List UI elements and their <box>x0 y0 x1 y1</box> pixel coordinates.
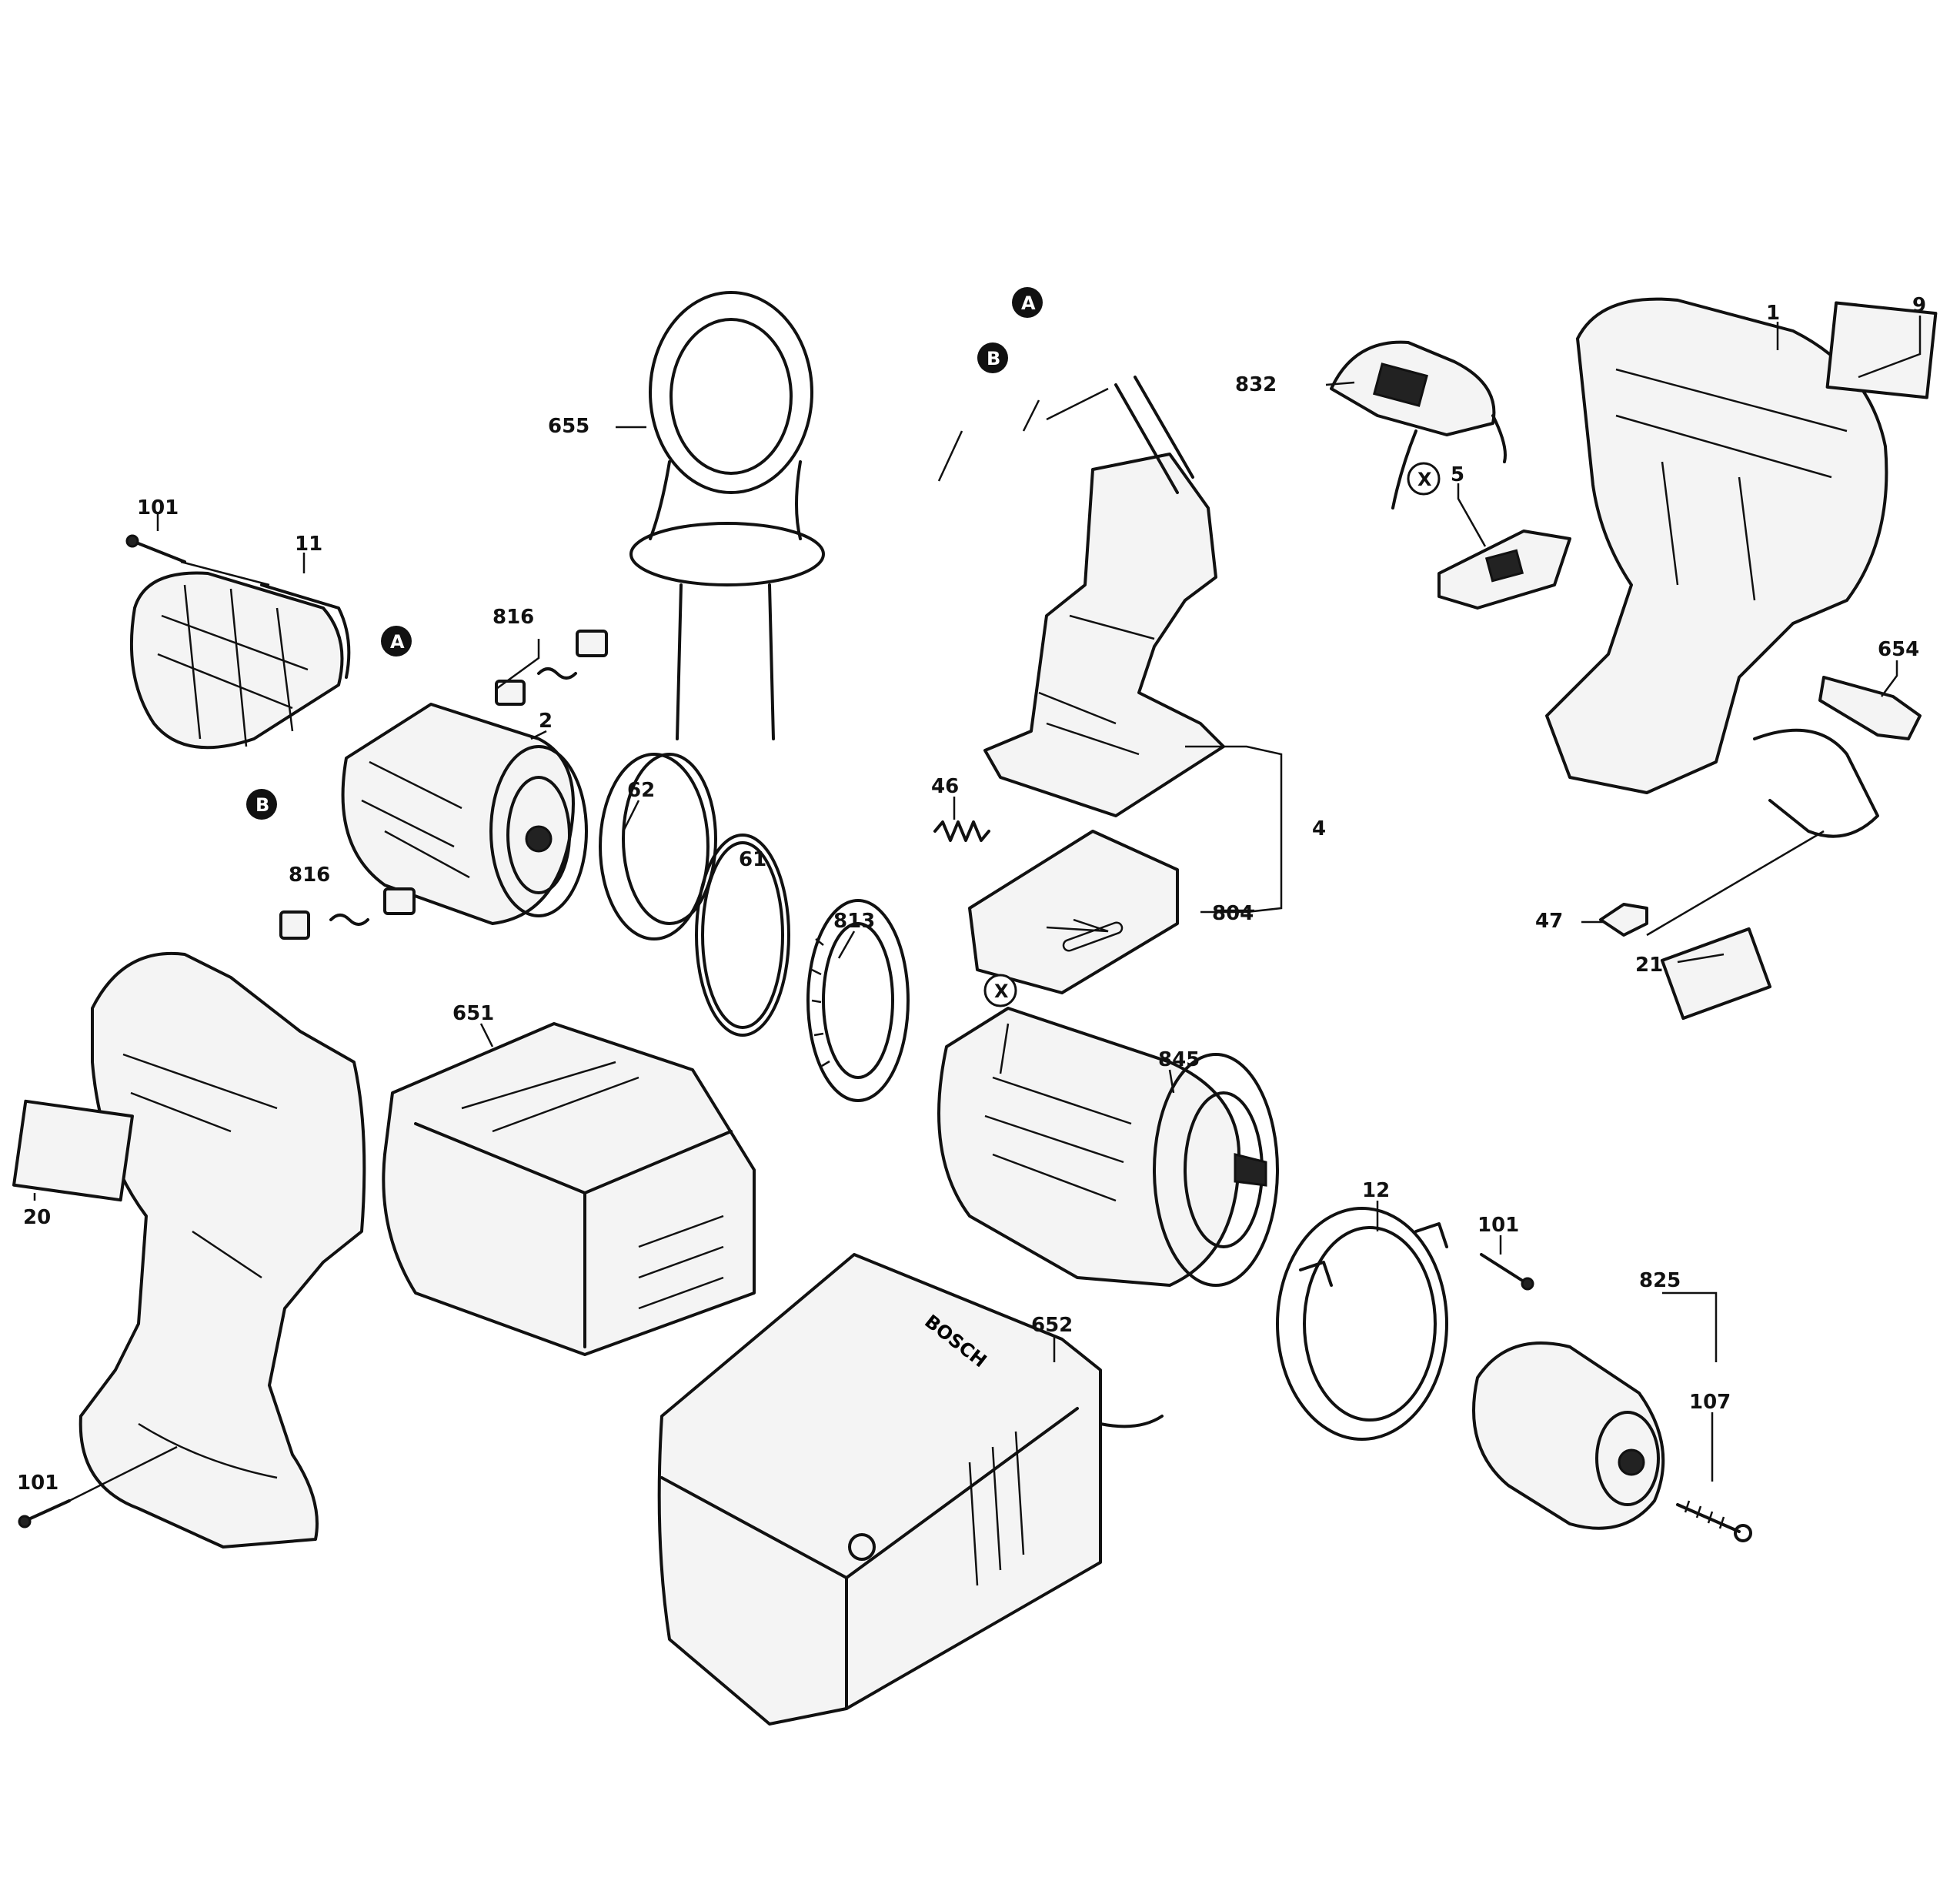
clip-part-47 <box>1599 903 1648 937</box>
callout-804: 804 <box>1212 902 1254 925</box>
callout-4: 4 <box>1312 817 1326 840</box>
svg-text:A: A <box>1021 292 1036 314</box>
callout-825: 825 <box>1639 1269 1681 1292</box>
callout-654: 654 <box>1878 638 1919 661</box>
callout-labels: 1 9 832 5 654 47 21 655 101 11 816 2 62 … <box>17 294 1926 1495</box>
housing-part-1 <box>1545 297 1888 838</box>
screw-part-107 <box>1676 1500 1752 1542</box>
battery-part-651 <box>382 1022 756 1356</box>
callout-61: 61 <box>739 848 766 871</box>
chuck-part-825 <box>1472 1341 1665 1530</box>
sleeve-part-62 <box>599 753 717 940</box>
callout-652: 652 <box>1031 1314 1073 1337</box>
end-cap-part-11 <box>129 571 351 750</box>
gearbox-part-845 <box>937 1007 1279 1287</box>
callout-9: 9 <box>1912 294 1926 317</box>
marker-x-upper: X <box>1407 462 1441 496</box>
marker-b-upper: B <box>977 342 1008 373</box>
callout-11: 11 <box>295 533 322 556</box>
marker-a-upper: A <box>1012 287 1043 318</box>
connection-markers: A B A B X X <box>246 287 1441 1007</box>
screw-part-101-bottom <box>18 1499 71 1529</box>
charger-part-652: BOSCH <box>657 1253 1164 1726</box>
svg-text:B: B <box>987 348 1000 369</box>
callout-21: 21 <box>1635 954 1663 977</box>
motor-part-2 <box>341 703 588 925</box>
callout-813: 813 <box>833 910 875 933</box>
ring-part-61 <box>695 834 790 1037</box>
brush-part-816-lower <box>279 887 416 940</box>
screw-part-101-middle <box>1480 1253 1534 1291</box>
board-part-804 <box>968 830 1179 994</box>
callout-20: 20 <box>23 1206 51 1229</box>
callout-46: 46 <box>931 775 959 798</box>
callout-101-top: 101 <box>137 496 179 520</box>
callout-2: 2 <box>539 710 553 733</box>
callout-845: 845 <box>1158 1048 1200 1071</box>
marker-a-lower: A <box>381 626 412 657</box>
callout-816-lower: 816 <box>289 864 330 887</box>
callout-651: 651 <box>452 1002 494 1025</box>
slider-part-5 <box>1437 530 1571 610</box>
leader-lines <box>33 316 1922 1502</box>
holster-part-655 <box>629 291 825 740</box>
svg-text:A: A <box>390 631 405 653</box>
callout-816-upper: 816 <box>493 606 534 629</box>
callout-5: 5 <box>1451 463 1464 486</box>
cover-part-832 <box>1330 340 1507 510</box>
callout-12: 12 <box>1362 1179 1390 1202</box>
brush-part-816-upper <box>495 630 608 706</box>
bit-holder-part-654 <box>1818 676 1922 740</box>
svg-text:X: X <box>1417 469 1432 490</box>
callout-107: 107 <box>1689 1391 1731 1414</box>
marker-b-lower: B <box>246 789 277 820</box>
callout-47: 47 <box>1535 910 1563 933</box>
svg-text:X: X <box>994 981 1009 1002</box>
callout-101-bottom: 101 <box>17 1472 58 1495</box>
screw-part-101-top <box>125 534 186 563</box>
svg-text:B: B <box>255 794 269 816</box>
clutch-ring-part-12 <box>1276 1207 1448 1441</box>
callout-1: 1 <box>1766 302 1780 325</box>
gear-ring-part-813 <box>806 899 910 1102</box>
housing-part-20 <box>12 951 366 1549</box>
label-part-9 <box>1825 301 1938 399</box>
marker-x-lower: X <box>983 974 1017 1007</box>
callout-101-middle: 101 <box>1478 1214 1519 1237</box>
spring-part-46 <box>933 820 990 842</box>
callout-655: 655 <box>548 415 589 438</box>
callout-62: 62 <box>627 779 655 802</box>
callout-832: 832 <box>1235 373 1277 396</box>
switch-part-4 <box>983 376 1225 817</box>
label-part-21 <box>1660 927 1772 1021</box>
